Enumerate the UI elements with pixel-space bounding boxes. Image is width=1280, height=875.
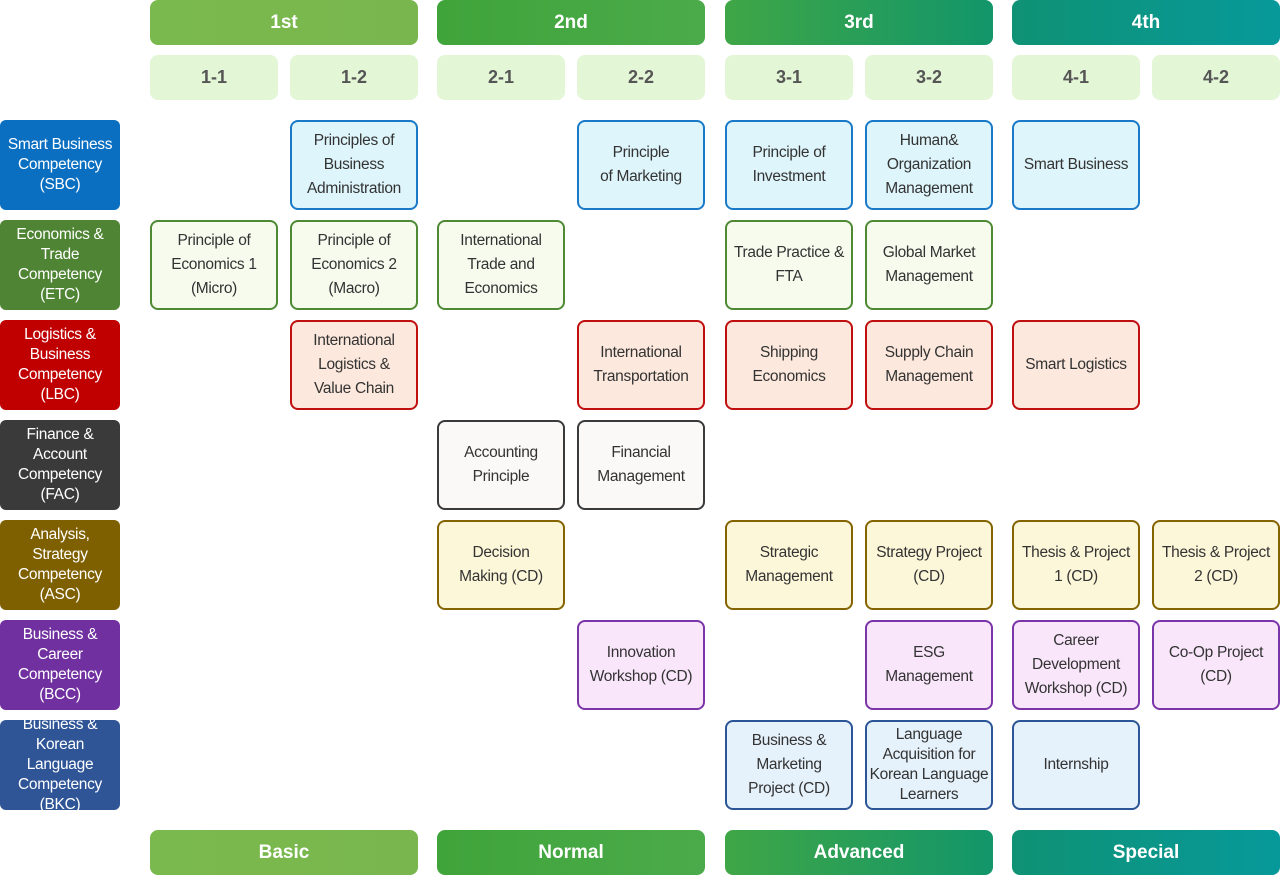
semester-header-4-2: 4-2 — [1152, 55, 1280, 100]
course-box: Smart Logistics — [1012, 320, 1140, 410]
course-box: Career Development Workshop (CD) — [1012, 620, 1140, 710]
course-box: Principle of Investment — [725, 120, 853, 210]
semester-header-4-1: 4-1 — [1012, 55, 1140, 100]
course-box: Principle of Economics 1 (Micro) — [150, 220, 278, 310]
competency-label-6: Business & Korean Language Competency (B… — [0, 716, 120, 813]
semester-header-1-2: 1-2 — [290, 55, 418, 100]
competency-label-4: Analysis, Strategy Competency (ASC) — [0, 520, 120, 610]
level-footer-basic: Basic — [150, 830, 418, 875]
course-box: Principles of Business Administration — [290, 120, 418, 210]
course-box: International Logistics & Value Chain — [290, 320, 418, 410]
year-header-2: 2nd — [437, 0, 705, 45]
course-box: Innovation Workshop (CD) — [577, 620, 705, 710]
year-header-1: 1st — [150, 0, 418, 45]
course-box: International Trade and Economics — [437, 220, 565, 310]
competency-label-3: Finance & Account Competency (FAC) — [0, 420, 120, 510]
course-box: International Transportation — [577, 320, 705, 410]
level-footer-normal: Normal — [437, 830, 705, 875]
course-box: Accounting Principle — [437, 420, 565, 510]
semester-header-2-1: 2-1 — [437, 55, 565, 100]
course-box: Business & Marketing Project (CD) — [725, 720, 853, 810]
course-box: Smart Business — [1012, 120, 1140, 210]
course-box: Decision Making (CD) — [437, 520, 565, 610]
course-box: Shipping Economics — [725, 320, 853, 410]
semester-header-3-2: 3-2 — [865, 55, 993, 100]
level-footer-special: Special — [1012, 830, 1280, 875]
course-box: ESG Management — [865, 620, 993, 710]
course-box: Principle of Marketing — [577, 120, 705, 210]
course-box: Supply Chain Management — [865, 320, 993, 410]
semester-header-2-2: 2-2 — [577, 55, 705, 100]
course-box: Thesis & Project 1 (CD) — [1012, 520, 1140, 610]
competency-label-5: Business & Career Competency (BCC) — [0, 620, 120, 710]
course-box: Principle of Economics 2 (Macro) — [290, 220, 418, 310]
competency-label-0: Smart Business Competency (SBC) — [0, 120, 120, 210]
competency-label-1: Economics & Trade Competency (ETC) — [0, 220, 120, 310]
course-box: Strategy Project (CD) — [865, 520, 993, 610]
course-box: Financial Management — [577, 420, 705, 510]
course-box: Global Market Management — [865, 220, 993, 310]
year-header-3: 3rd — [725, 0, 993, 45]
semester-header-1-1: 1-1 — [150, 55, 278, 100]
year-header-4: 4th — [1012, 0, 1280, 45]
semester-header-3-1: 3-1 — [725, 55, 853, 100]
competency-label-2: Logistics & Business Competency (LBC) — [0, 320, 120, 410]
level-footer-advanced: Advanced — [725, 830, 993, 875]
course-box: Co-Op Project (CD) — [1152, 620, 1280, 710]
course-box: Trade Practice & FTA — [725, 220, 853, 310]
course-box: Internship — [1012, 720, 1140, 810]
course-box: Language Acquisition for Korean Language… — [865, 720, 993, 810]
course-box: Strategic Management — [725, 520, 853, 610]
course-box: Thesis & Project 2 (CD) — [1152, 520, 1280, 610]
course-box: Human& Organization Management — [865, 120, 993, 210]
